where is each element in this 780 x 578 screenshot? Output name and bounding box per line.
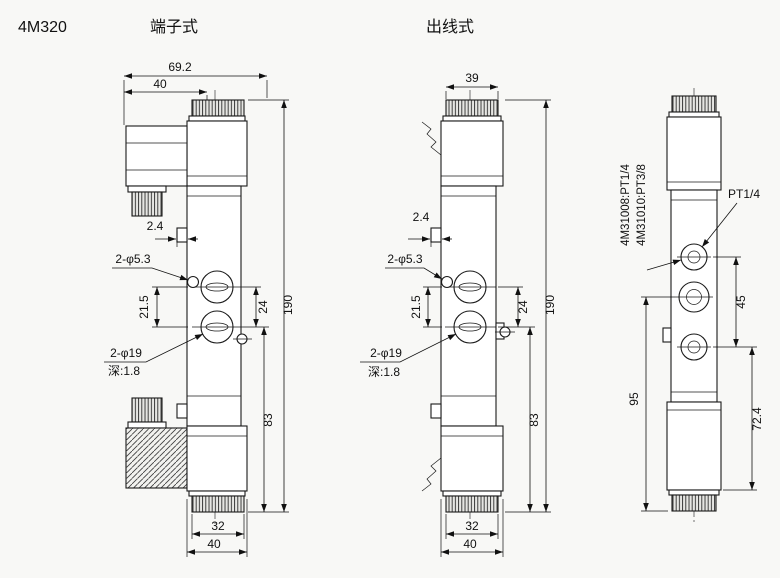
dim-step: 2.4 — [413, 210, 430, 224]
mount-hole-upper — [440, 275, 454, 289]
lead-wire-top — [421, 121, 442, 156]
bottom-cap — [671, 494, 717, 512]
drawing-model-number: 4M320 — [18, 19, 67, 36]
view-label-terminal: 端子式 — [150, 18, 198, 36]
leadwire-valve-body — [421, 90, 515, 524]
dim-port-span: 45 — [734, 295, 748, 309]
top-cap — [191, 99, 245, 117]
bottom-cap — [445, 495, 499, 513]
bottom-cap — [191, 495, 245, 513]
dim-total-height: 190 — [543, 295, 557, 315]
mount-hole-upper — [186, 275, 200, 289]
top-cap-flange — [442, 115, 502, 122]
bottom-cap-flange — [188, 490, 246, 497]
side-tab-upper — [430, 227, 442, 243]
dim-large-holes-depth: 深:1.8 — [108, 364, 140, 378]
dim-large-holes: 2-φ19 — [110, 346, 142, 360]
lead-wire-bottom — [421, 457, 442, 492]
cable-gland-flange-top — [127, 185, 167, 193]
leadwire-view: 39 2.4 2-φ5.3 21.5 2-φ19 深:1.8 — [360, 71, 557, 557]
dim-lower-height: 95 — [627, 392, 641, 406]
side-tab-lower — [430, 403, 442, 419]
valve-main-body — [440, 185, 497, 427]
side-labels-dimensions: 4M31008:PT1/4 4M31010:PT3/8 PT1/4 45 72.… — [620, 163, 764, 512]
dim-bottom-width-outer: 40 — [207, 537, 221, 551]
dim-total-height: 190 — [281, 295, 295, 315]
dim-port-spacing-right: 24 — [516, 300, 530, 314]
bottom-solenoid — [666, 401, 722, 491]
dim-cap-width: 39 — [465, 71, 479, 85]
dim-lower-height: 83 — [261, 413, 275, 427]
dim-small-holes: 2-φ5.3 — [115, 252, 150, 266]
dim-lower-height: 83 — [527, 413, 541, 427]
dim-body-width-top: 40 — [153, 77, 167, 91]
dim-bottom-width-inner: 32 — [465, 519, 479, 533]
terminal-view: 69.2 40 2.4 2-φ5.3 21.5 2-φ19 深:1.8 — [104, 60, 295, 557]
bottom-solenoid — [186, 425, 248, 492]
dim-large-holes-depth: 深:1.8 — [368, 365, 400, 379]
terminal-dimensions: 69.2 40 2.4 2-φ5.3 21.5 2-φ19 深:1.8 — [104, 60, 295, 557]
top-cap-flange — [668, 111, 720, 118]
dim-port-spacing-left: 21.5 — [137, 295, 151, 319]
side-tab — [662, 327, 672, 343]
dim-port-spacing-left: 21.5 — [409, 295, 423, 319]
cable-gland-flange-bottom — [127, 421, 167, 429]
valve-main-body — [186, 185, 242, 427]
side-valve-body — [662, 88, 722, 524]
cable-gland-bottom — [131, 397, 163, 423]
top-solenoid — [440, 120, 504, 187]
top-port-thread-label: PT1/4 — [728, 187, 760, 201]
terminal-box-top — [125, 125, 188, 187]
side-tab-lower — [176, 403, 188, 419]
dim-small-holes: 2-φ5.3 — [387, 252, 422, 266]
terminal-box-bottom — [125, 427, 188, 489]
dim-step: 2.4 — [147, 219, 164, 233]
top-solenoid — [186, 120, 248, 187]
side-tab-upper — [176, 227, 188, 243]
thread-spec-label-1: 4M31008:PT1/4 — [620, 163, 632, 245]
top-solenoid — [666, 116, 722, 191]
dim-bottom-width-inner: 32 — [211, 519, 225, 533]
dim-overall-width: 69.2 — [168, 60, 192, 74]
thread-spec-label-2: 4M31010:PT3/8 — [636, 164, 648, 246]
view-label-leadwire: 出线式 — [426, 18, 474, 36]
terminal-valve-body — [125, 90, 252, 524]
dim-large-holes: 2-φ19 — [370, 346, 402, 360]
top-cap — [671, 95, 717, 113]
bottom-cap-flange — [442, 490, 502, 497]
dim-port-to-bottom: 72.4 — [750, 407, 764, 431]
side-view: 4M31008:PT1/4 4M31010:PT3/8 PT1/4 45 72.… — [620, 88, 764, 524]
top-cap — [445, 99, 499, 117]
dim-bottom-width-outer: 40 — [463, 537, 477, 551]
dim-port-spacing-right: 24 — [256, 300, 270, 314]
cable-gland-top — [131, 191, 163, 217]
top-cap-flange — [188, 115, 246, 122]
bottom-cap-flange — [668, 489, 720, 496]
leadwire-dimensions: 39 2.4 2-φ5.3 21.5 2-φ19 深:1.8 — [360, 71, 557, 557]
